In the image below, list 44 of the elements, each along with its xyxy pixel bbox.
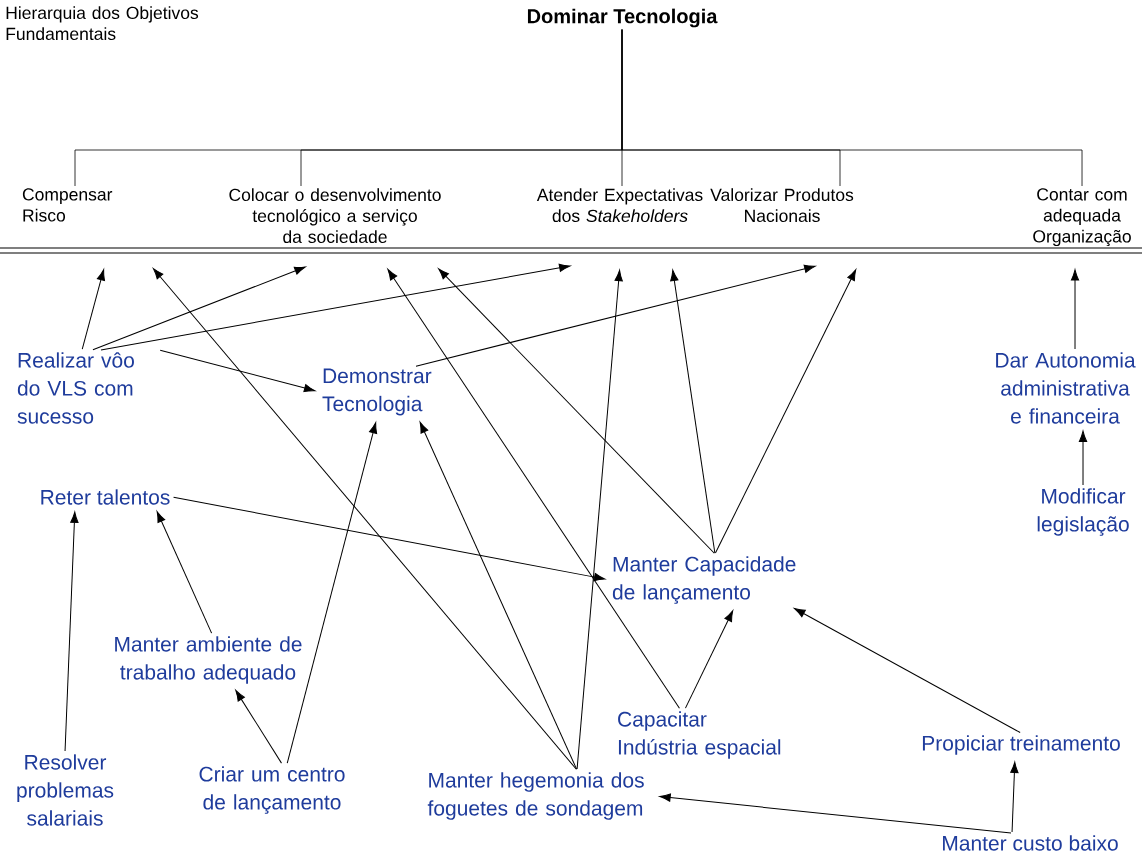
arrow [419,421,578,770]
objective-label: Valorizar Produtos Nacionais [710,188,854,223]
arrow [438,268,715,554]
means-objective-label: Demonstrar Tecnologia [322,368,432,416]
means-objective-label: Manter ambiente de trabalho adequado [115,636,302,684]
title: Hierarquia dos Objetivos Fundamentais [6,6,199,41]
objective-label: Compensar Risco [22,188,113,222]
means-objective-label: Manter Capacidade de lançamento [612,556,796,604]
arrow [1070,269,1080,350]
arrow [156,511,213,634]
objective-label: Colocar o desenvolvimento tecnológico a serviço da sociedade [229,188,441,244]
tree-connector [621,29,1083,187]
arrow [684,610,734,709]
means-objective-label: Realizar vôo do VLS com sucesso [17,352,134,424]
arrow [794,608,1021,734]
arrow [100,263,571,351]
arrow [152,268,577,770]
arrow [81,269,105,350]
means-objective-label: Criar um centro de lançamento [199,766,345,814]
means-objective-label: Modificar legislação [1037,488,1129,536]
arrow [387,268,680,709]
objective-label: Atender Expectativas dos Stakeholders [536,188,703,223]
arrow [670,269,716,554]
arrow [576,269,623,770]
arrow [1078,430,1088,486]
means-objective-label: Reter talentos [41,489,170,505]
arrow [64,511,79,752]
means-objective-label: Manter hegemonia dos foguetes de sondagem [427,772,644,820]
root-objective: Dominar Tecnologia [527,8,718,28]
means-objective-label: Resolver problemas salariais [17,754,114,826]
objective-label: Contar com adequada Organização [1033,188,1131,247]
means-objective-label: Propiciar treinamento [922,735,1120,755]
arrow [415,264,816,367]
means-objective-label: Manter custo baixo [943,835,1118,851]
arrow [286,422,378,764]
means-objective-label: Capacitar Indústria espacial [618,711,781,759]
arrow [173,496,606,582]
arrow [1010,761,1019,833]
arrow [659,793,1012,834]
means-objective-label: Dar Autonomia administrativa e financeira [996,352,1136,424]
arrow [92,266,306,351]
arrow [235,689,282,764]
arrow [159,349,316,393]
arrow [714,269,857,554]
